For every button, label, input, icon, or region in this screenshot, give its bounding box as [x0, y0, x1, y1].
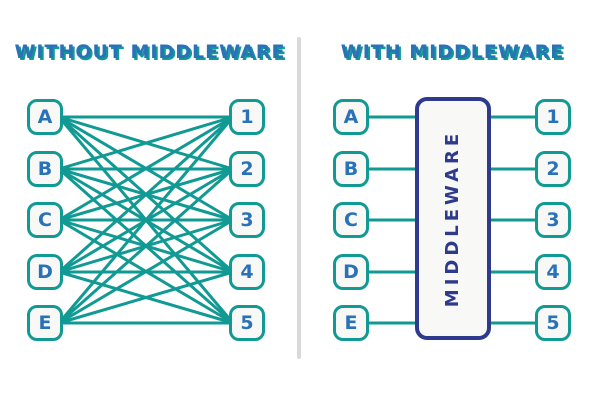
- connection-line: [57, 167, 235, 325]
- connection-line: [57, 218, 235, 325]
- node-3: 3: [535, 202, 571, 238]
- right-panel-title: WITH MIDDLEWARE: [340, 41, 565, 63]
- node-2: 2: [229, 151, 265, 187]
- node-D: D: [333, 254, 369, 290]
- node-E: E: [333, 305, 369, 341]
- connection-line: [57, 115, 235, 274]
- node-2: 2: [535, 151, 571, 187]
- node-1: 1: [535, 99, 571, 135]
- node-1: 1: [229, 99, 265, 135]
- connection-line: [57, 115, 235, 171]
- connection-line: [57, 270, 235, 325]
- node-E: E: [27, 305, 63, 341]
- node-5: 5: [229, 305, 265, 341]
- node-4: 4: [535, 254, 571, 290]
- node-B: B: [27, 151, 63, 187]
- node-4: 4: [229, 254, 265, 290]
- middleware-label: MIDDLEWARE: [442, 129, 464, 308]
- node-A: A: [27, 99, 63, 135]
- node-B: B: [333, 151, 369, 187]
- node-3: 3: [229, 202, 265, 238]
- node-A: A: [333, 99, 369, 135]
- node-D: D: [27, 254, 63, 290]
- node-5: 5: [535, 305, 571, 341]
- connection-line: [57, 115, 235, 325]
- node-C: C: [27, 202, 63, 238]
- node-C: C: [333, 202, 369, 238]
- connection-line: [57, 115, 235, 222]
- left-panel-title: WITHOUT MIDDLEWARE: [14, 41, 286, 63]
- middleware-box: MIDDLEWARE: [415, 97, 491, 340]
- panel-divider: [297, 37, 301, 359]
